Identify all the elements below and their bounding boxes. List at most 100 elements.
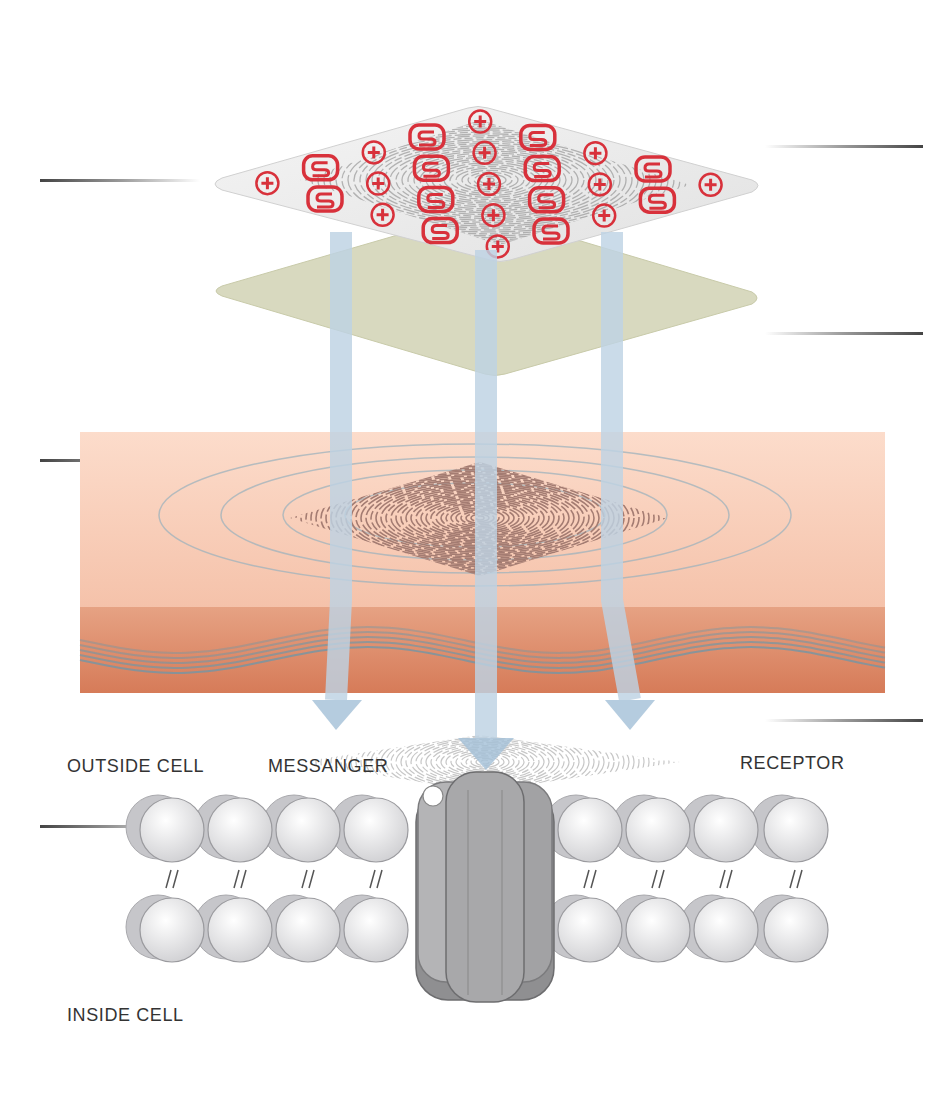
ridge bbox=[342, 132, 638, 228]
lipid-head bbox=[626, 898, 690, 962]
leader-line bbox=[765, 145, 923, 148]
lipid-head bbox=[276, 898, 340, 962]
lipid-head bbox=[694, 898, 758, 962]
logo-mark bbox=[317, 194, 333, 207]
lipid-head bbox=[626, 798, 690, 862]
logo-mark bbox=[539, 195, 555, 208]
logo bbox=[423, 219, 457, 243]
logo-frame bbox=[521, 125, 555, 149]
lipid-head bbox=[208, 798, 272, 862]
ridge bbox=[390, 147, 590, 212]
plus-sign bbox=[483, 178, 495, 190]
logo bbox=[256, 172, 278, 194]
plus-ring bbox=[700, 174, 722, 196]
patch bbox=[215, 107, 758, 262]
plus-ring bbox=[372, 204, 394, 226]
ridge bbox=[336, 130, 644, 230]
arrow-shaft bbox=[475, 250, 497, 740]
ridge bbox=[354, 136, 626, 224]
logo bbox=[410, 125, 444, 149]
plus-sign bbox=[377, 209, 389, 221]
plus-sign bbox=[479, 147, 491, 159]
logo bbox=[419, 187, 453, 211]
logo-frame bbox=[530, 188, 564, 212]
logo-frame bbox=[308, 187, 342, 211]
logo-mark bbox=[432, 226, 448, 239]
plus-sign bbox=[368, 146, 380, 158]
logo bbox=[367, 173, 389, 195]
logo bbox=[469, 111, 491, 133]
logo-mark bbox=[534, 164, 550, 177]
ridge bbox=[450, 166, 530, 193]
lipid-tail bbox=[166, 870, 178, 888]
ridge bbox=[270, 109, 710, 251]
plus-sign bbox=[372, 178, 384, 190]
logo bbox=[593, 205, 615, 227]
ridge bbox=[324, 126, 656, 234]
binding-site bbox=[423, 786, 443, 806]
ridge bbox=[288, 115, 692, 246]
ridge bbox=[330, 128, 650, 232]
plus-ring bbox=[589, 173, 611, 195]
ridge bbox=[372, 142, 608, 219]
plus-sign bbox=[261, 177, 273, 189]
signal-arrows bbox=[312, 232, 655, 770]
lipid-head bbox=[140, 798, 204, 862]
logo bbox=[478, 173, 500, 195]
part-label: INSIDE CELL bbox=[67, 1006, 184, 1026]
lipid-head bbox=[208, 898, 272, 962]
patch-logos bbox=[256, 111, 721, 258]
plus-ring bbox=[593, 205, 615, 227]
logo-mark bbox=[419, 132, 435, 145]
logo bbox=[363, 141, 385, 163]
ridge bbox=[276, 111, 704, 249]
ridge bbox=[444, 165, 536, 196]
lipid-tail bbox=[370, 870, 382, 888]
logo bbox=[534, 219, 568, 243]
logo-frame bbox=[423, 219, 457, 243]
plus-ring bbox=[478, 173, 500, 195]
logo-mark bbox=[313, 163, 329, 176]
patch-fingerprint bbox=[264, 107, 716, 253]
plus-ring bbox=[474, 142, 496, 164]
plus-ring bbox=[584, 142, 606, 164]
logo-frame bbox=[419, 187, 453, 211]
lipid-tail bbox=[720, 870, 732, 888]
arrow-head bbox=[312, 700, 362, 730]
lipid-tail bbox=[584, 870, 596, 888]
logo bbox=[414, 156, 448, 180]
logo-mark bbox=[428, 194, 444, 207]
lipid-head bbox=[558, 898, 622, 962]
logo-frame bbox=[534, 219, 568, 243]
lipid-head bbox=[344, 798, 408, 862]
plus-sign bbox=[594, 178, 606, 190]
logo-frame bbox=[304, 156, 338, 180]
logo-mark bbox=[423, 163, 439, 176]
leader-line bbox=[765, 332, 923, 335]
logo-frame bbox=[636, 157, 670, 181]
lipid-head bbox=[694, 798, 758, 862]
ridge bbox=[306, 120, 674, 239]
logo bbox=[589, 173, 611, 195]
part-label: MESSANGER bbox=[268, 757, 388, 777]
leader-line bbox=[40, 179, 200, 182]
ridge bbox=[396, 149, 584, 211]
lipid-head bbox=[764, 898, 828, 962]
arrow-head bbox=[605, 700, 655, 730]
lipid-head bbox=[558, 798, 622, 862]
arrow-head bbox=[458, 738, 514, 770]
logo bbox=[700, 174, 722, 196]
logo-frame bbox=[414, 156, 448, 180]
ridge bbox=[402, 151, 578, 209]
plus-sign bbox=[474, 116, 486, 128]
plus-ring bbox=[367, 173, 389, 195]
part-label: OUTSIDE CELL bbox=[67, 757, 204, 777]
logo bbox=[482, 204, 504, 226]
plus-ring bbox=[469, 111, 491, 133]
lipid-head bbox=[344, 898, 408, 962]
ridge bbox=[300, 118, 680, 241]
ridge bbox=[294, 117, 686, 244]
lipid-head bbox=[276, 798, 340, 862]
